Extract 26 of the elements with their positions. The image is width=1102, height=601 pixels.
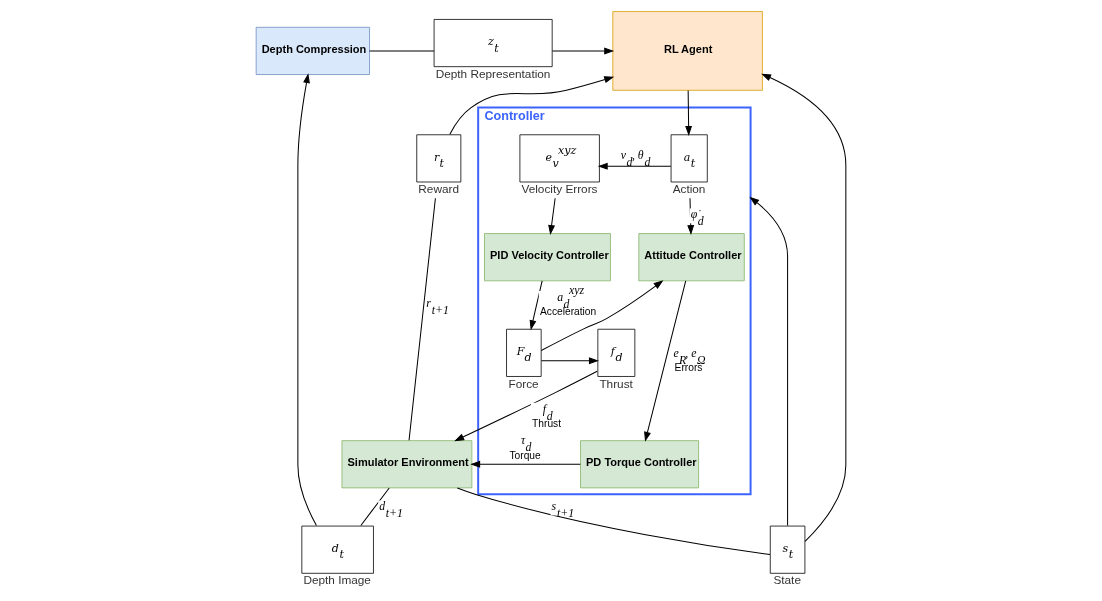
arrow — [597, 162, 672, 170]
arrow — [470, 460, 581, 468]
node-label: Depth Representation — [435, 66, 551, 81]
connector — [456, 487, 771, 556]
arrow — [529, 280, 543, 331]
arrow — [761, 73, 847, 542]
node-label: Velocity Errors — [521, 182, 598, 197]
node-label: Force — [508, 376, 539, 391]
node-label: Reward — [418, 182, 459, 197]
arrow — [548, 197, 556, 235]
node-label: Depth Image — [303, 573, 371, 588]
arrow — [540, 357, 599, 365]
arrow — [297, 73, 317, 526]
node-label: Action — [672, 182, 706, 197]
arrow — [749, 196, 789, 527]
node-label: State — [773, 573, 801, 588]
arrow — [454, 370, 598, 442]
connector — [360, 487, 390, 527]
arrow — [687, 197, 695, 236]
connector — [408, 197, 436, 441]
arrow — [551, 47, 615, 55]
node-label: Thrust — [599, 376, 633, 391]
arrow — [685, 90, 693, 136]
arrow — [449, 76, 615, 135]
connector — [369, 50, 435, 52]
arrow — [644, 280, 687, 442]
